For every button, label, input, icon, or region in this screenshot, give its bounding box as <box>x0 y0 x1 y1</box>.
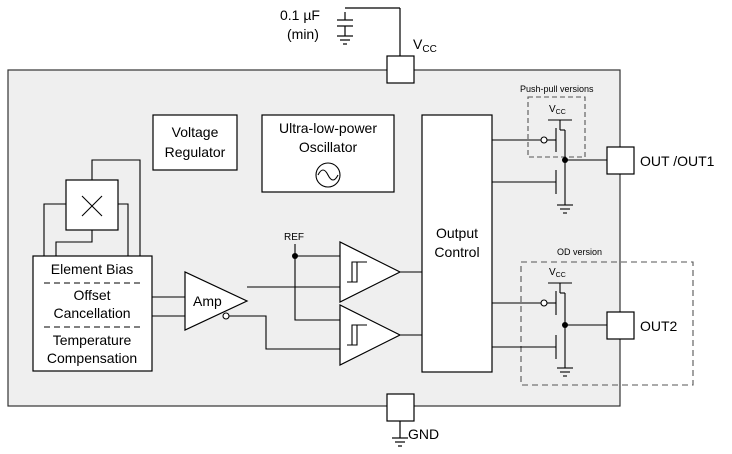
amp-comparator-wires <box>229 255 340 350</box>
out1-pin-label: OUT /OUT1 <box>640 153 715 169</box>
push-pull-output-node <box>562 157 568 163</box>
vcc-small-label-1: VCC <box>549 104 566 116</box>
ref-node <box>292 253 298 259</box>
output-control-label-1: Output <box>436 225 478 241</box>
output-control-label-2: Control <box>434 244 479 260</box>
output-control-block <box>421 114 493 373</box>
out1-pin <box>606 146 635 175</box>
offset-label-2: Cancellation <box>53 305 130 321</box>
od-transistors <box>492 282 607 377</box>
offset-label-1: Offset <box>73 287 110 303</box>
ref-label: REF <box>284 232 304 243</box>
oscillator-block <box>261 114 395 193</box>
oscillator-label-1: Ultra-low-power <box>279 120 377 136</box>
decoupling-capacitor <box>337 7 401 56</box>
od-dashed-box <box>520 261 694 386</box>
element-wires <box>43 159 141 256</box>
comparator-1 <box>339 241 402 303</box>
oscillator-label-2: Oscillator <box>299 139 358 155</box>
gnd-pin <box>386 393 415 422</box>
bias-amp-wires <box>152 296 185 317</box>
comparator-output-wires <box>400 271 422 336</box>
vcc-pin <box>386 55 415 84</box>
amp-triangle <box>184 271 249 331</box>
hall-element <box>65 179 119 231</box>
od-version-label: OD version <box>557 247 602 257</box>
gnd-pin-label: GND <box>408 426 439 442</box>
voltage-regulator-label-1: Voltage <box>172 124 219 140</box>
push-pull-dashed-box <box>527 96 586 158</box>
bias-compensation-block <box>32 255 153 372</box>
out2-pin-label: OUT2 <box>640 318 678 334</box>
hysteresis-icon-2 <box>347 324 367 346</box>
temperature-label-2: Compensation <box>47 350 137 366</box>
out2-pin <box>606 311 635 340</box>
voltage-regulator-label-2: Regulator <box>165 144 226 160</box>
amp-label: Amp <box>193 293 222 309</box>
sine-wave-icon <box>315 162 341 188</box>
voltage-regulator-block <box>152 114 238 171</box>
push-pull-label: Push-pull versions <box>520 84 594 94</box>
cross-icon <box>81 195 103 217</box>
temperature-label-1: Temperature <box>53 332 132 348</box>
vcc-pin-label: VCC <box>413 36 437 55</box>
capacitor-note: (min) <box>287 26 319 42</box>
capacitor-value: 0.1 µF <box>280 7 320 23</box>
amp-inverting-output <box>222 312 230 320</box>
vcc-small-label-2: VCC <box>549 267 566 279</box>
element-bias-label: Element Bias <box>51 261 133 277</box>
ground-symbol <box>392 421 408 447</box>
od-output-node <box>562 322 568 328</box>
hysteresis-icon-1 <box>347 261 367 283</box>
comparator-2 <box>339 304 402 366</box>
